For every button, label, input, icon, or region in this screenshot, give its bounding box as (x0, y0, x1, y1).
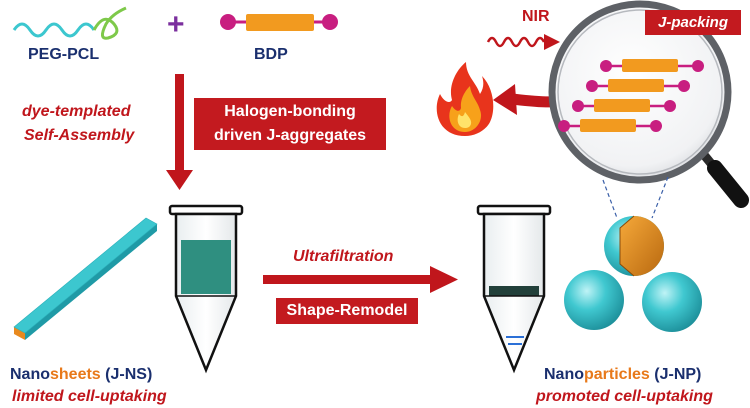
nanosheets-prefix: Nano (10, 366, 50, 383)
nanosheets-tag: (J-NS) (105, 366, 153, 383)
flame-icon (436, 62, 494, 136)
bdp-label: BDP (254, 46, 288, 63)
nanosheets-title: Nanosheets (J-NS) (10, 366, 152, 384)
j-packing-callout: J-packing (645, 10, 741, 35)
tube-icon (168, 204, 244, 374)
nanoparticles-prefix: Nano (544, 366, 584, 383)
nanoparticle-spheres-icon (564, 215, 702, 332)
right-arrow-icon (263, 266, 458, 293)
nanoparticles-note: promoted cell-uptaking (536, 388, 713, 405)
mechanism-line1: Halogen-bonding (224, 103, 356, 120)
shape-remodel-box: Shape-Remodel (276, 298, 418, 324)
assembly-process-line2: Self-Assembly (24, 127, 135, 144)
peg-pcl-label: PEG-PCL (28, 46, 100, 63)
nanosheets-highlight: sheets (50, 366, 101, 383)
ultrafiltration-label: Ultrafiltration (293, 248, 394, 265)
tube-icon (476, 204, 552, 374)
nanosheet-slab-icon (13, 217, 158, 340)
mechanism-label-box: Halogen-bonding driven J-aggregates (194, 98, 386, 150)
shape-remodel-label: Shape-Remodel (286, 302, 408, 319)
j-packing-stack-icon (558, 59, 704, 132)
mechanism-line2: driven J-aggregates (213, 127, 367, 144)
bdp-dye-icon (220, 14, 338, 31)
plus-sign: + (167, 8, 185, 41)
j-packing-label: J-packing (657, 14, 729, 31)
zoom-connector-lines (602, 176, 669, 219)
peg-pcl-chain-icon (12, 6, 127, 40)
nanoparticles-highlight: particles (584, 366, 650, 383)
nanoparticles-tag: (J-NP) (654, 366, 702, 383)
nanoparticles-title: Nanoparticles (J-NP) (544, 366, 701, 384)
down-arrow-icon (166, 74, 193, 190)
nir-label: NIR (522, 8, 550, 25)
nanosheets-note: limited cell-uptaking (12, 388, 167, 405)
assembly-process-line1: dye-templated (22, 103, 131, 120)
wave-arrow-icon (486, 34, 560, 50)
